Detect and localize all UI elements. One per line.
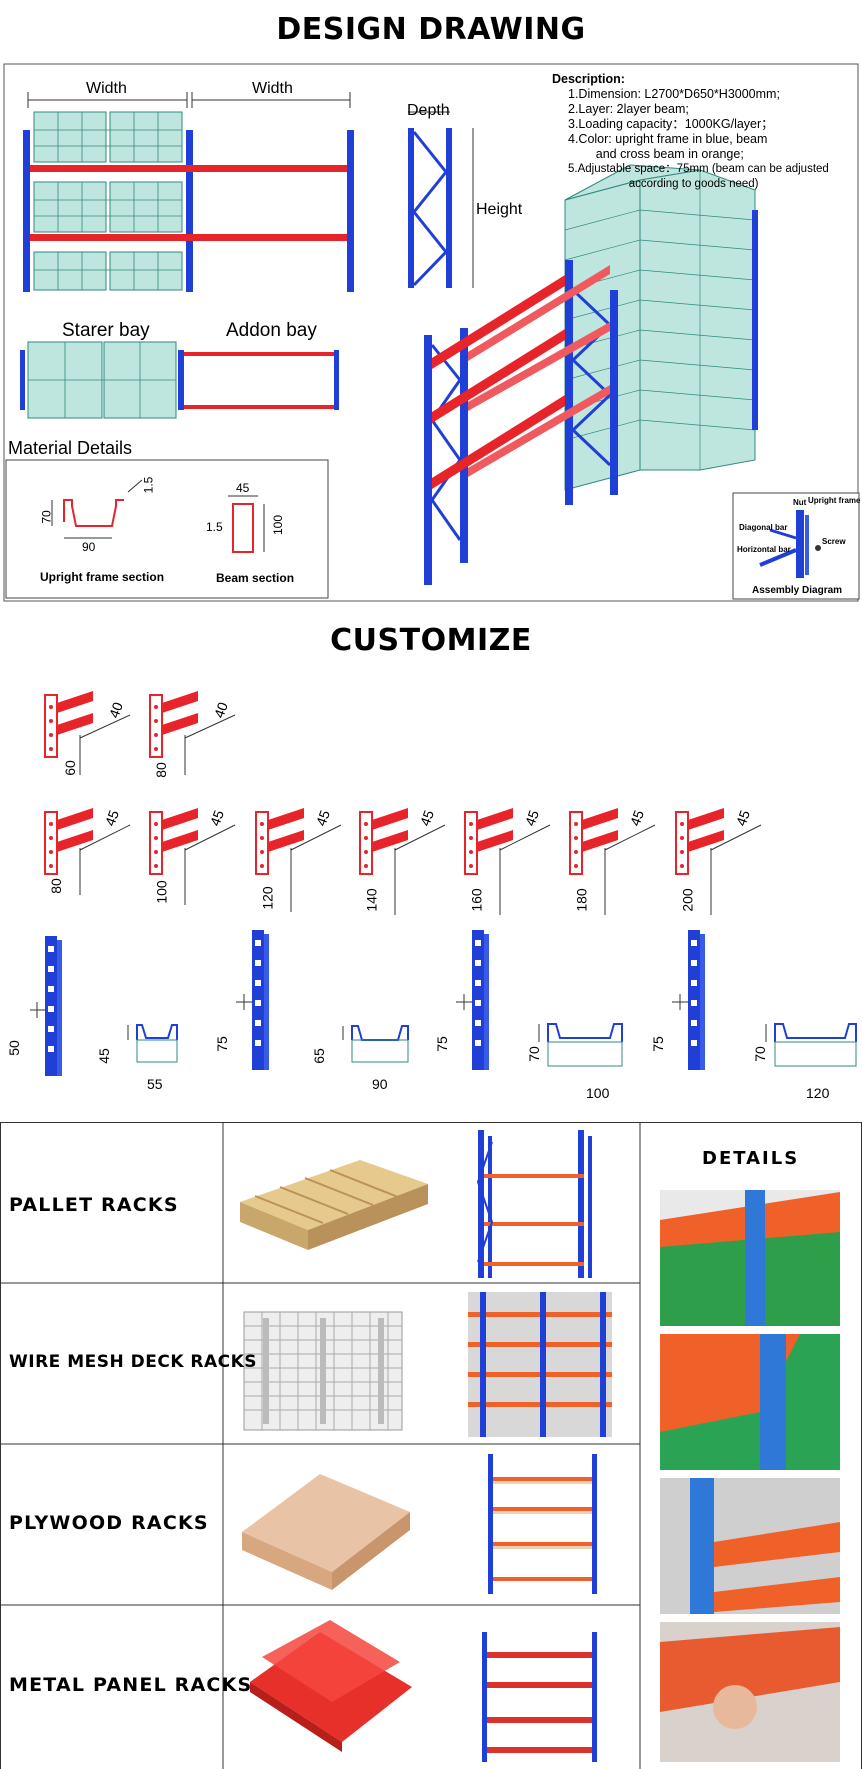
beam-height-label: 60 (61, 760, 78, 776)
upright-face-label: 75 (649, 1036, 666, 1052)
height-label: Height (476, 201, 523, 218)
beam-height-label: 200 (679, 888, 696, 912)
assembly-part-nut: Nut (793, 498, 807, 507)
assembly-diagram-label: Assembly Diagram (752, 585, 843, 596)
beam-icon (44, 690, 94, 758)
upright-dim-thick: 1.5 (141, 476, 156, 494)
upright-dim-width: 90 (82, 540, 96, 554)
customize-panel (30, 690, 857, 1076)
category-metal-panel-racks: METAL PANEL RACKS (9, 1674, 253, 1696)
beam-icon (569, 807, 619, 875)
beam-icon (675, 807, 725, 875)
beam-height-label: 100 (153, 880, 170, 904)
pallet-image (240, 1160, 428, 1250)
metal-panel-image (250, 1620, 412, 1752)
beam-icon (464, 807, 514, 875)
detail-photo (660, 1622, 840, 1762)
description-line: 1.Dimension: L2700*D650*H3000mm; (568, 87, 780, 101)
metal-panel-rack-image (482, 1632, 597, 1762)
beam-icon (359, 807, 409, 875)
upright-icon (688, 930, 705, 1070)
beam-icon (149, 807, 199, 875)
upright-icon (45, 936, 62, 1076)
description-line: 3.Loading capacity：1000KG/layer； (568, 117, 774, 131)
description-block: Description: 1.Dimension: L2700*D650*H30… (552, 72, 862, 192)
assembly-part-diagonal: Diagonal bar (739, 523, 788, 532)
beam-icon (149, 690, 199, 758)
assembly-part-screw: Screw (822, 537, 846, 546)
design-drawing-panel (3, 63, 860, 602)
description-line: according to goods need) (568, 178, 759, 190)
pallet-rack-image (476, 1130, 592, 1278)
customize-title: CUSTOMIZE (330, 623, 532, 658)
category-pallet-racks: PALLET RACKS (9, 1194, 179, 1216)
beam-height-label: 160 (468, 888, 485, 912)
addon-bay-label: Addon bay (226, 320, 317, 341)
depth-label: Depth (407, 102, 450, 119)
upright-width-label: 120 (806, 1085, 830, 1101)
upright-width-label: 90 (372, 1076, 388, 1092)
description-line: 5.Adjustable space：75mm (beam can be adj… (568, 163, 829, 175)
upright-depth-label: 70 (751, 1046, 768, 1062)
description-line: and cross beam in orange; (568, 147, 744, 161)
plywood-image (242, 1474, 410, 1590)
beam-dim-height: 100 (271, 514, 286, 536)
category-plywood-racks: PLYWOOD RACKS (9, 1512, 209, 1534)
detail-photo (660, 1190, 840, 1326)
category-wire-mesh-deck-racks: WIRE MESH DECK RACKS (9, 1352, 258, 1372)
beam-height-label: 80 (47, 878, 64, 894)
upright-icon (472, 930, 489, 1070)
beam-icon (255, 807, 305, 875)
beam-height-label: 140 (363, 888, 380, 912)
upright-face-label: 50 (5, 1040, 22, 1056)
material-details-label: Material Details (8, 438, 133, 458)
beam-dim-thick: 1.5 (206, 520, 223, 534)
assembly-part-upright: Upright frame (808, 496, 861, 505)
beam-icon (44, 807, 94, 875)
detail-photo (660, 1334, 840, 1470)
description-heading: Description: (552, 72, 625, 86)
beam-height-label: 180 (573, 888, 590, 912)
upright-depth-label: 65 (310, 1048, 327, 1064)
beam-height-label: 80 (152, 762, 169, 778)
racks-table (0, 1122, 862, 1769)
upright-width-label: 55 (147, 1076, 163, 1092)
description-line: 2.Layer: 2layer beam; (568, 102, 689, 116)
plywood-rack-image (488, 1454, 597, 1594)
wire-mesh-rack-image (468, 1292, 612, 1437)
beam-height-label: 120 (259, 886, 276, 910)
description-line: 4.Color: upright frame in blue, beam (568, 132, 768, 146)
upright-section-label: Upright frame section (40, 570, 165, 584)
assembly-part-horizontal: Horizontal bar (737, 545, 791, 554)
beam-dim-width: 45 (236, 481, 250, 495)
width-label-2: Width (252, 80, 293, 97)
upright-face-label: 75 (433, 1036, 450, 1052)
detail-photo (660, 1478, 840, 1614)
starter-bay-label: Starer bay (62, 320, 150, 341)
wire-mesh-image (243, 1311, 403, 1431)
upright-icon (252, 930, 269, 1070)
beam-section-label: Beam section (216, 571, 295, 585)
design-drawing-title: DESIGN DRAWING (276, 12, 586, 47)
upright-face-label: 75 (213, 1036, 230, 1052)
width-label-1: Width (86, 80, 127, 97)
upright-width-label: 100 (586, 1085, 610, 1101)
upright-dim-height: 70 (39, 510, 54, 524)
upright-depth-label: 70 (525, 1046, 542, 1062)
upright-depth-label: 45 (95, 1048, 112, 1064)
details-title: DETAILS (702, 1148, 800, 1169)
